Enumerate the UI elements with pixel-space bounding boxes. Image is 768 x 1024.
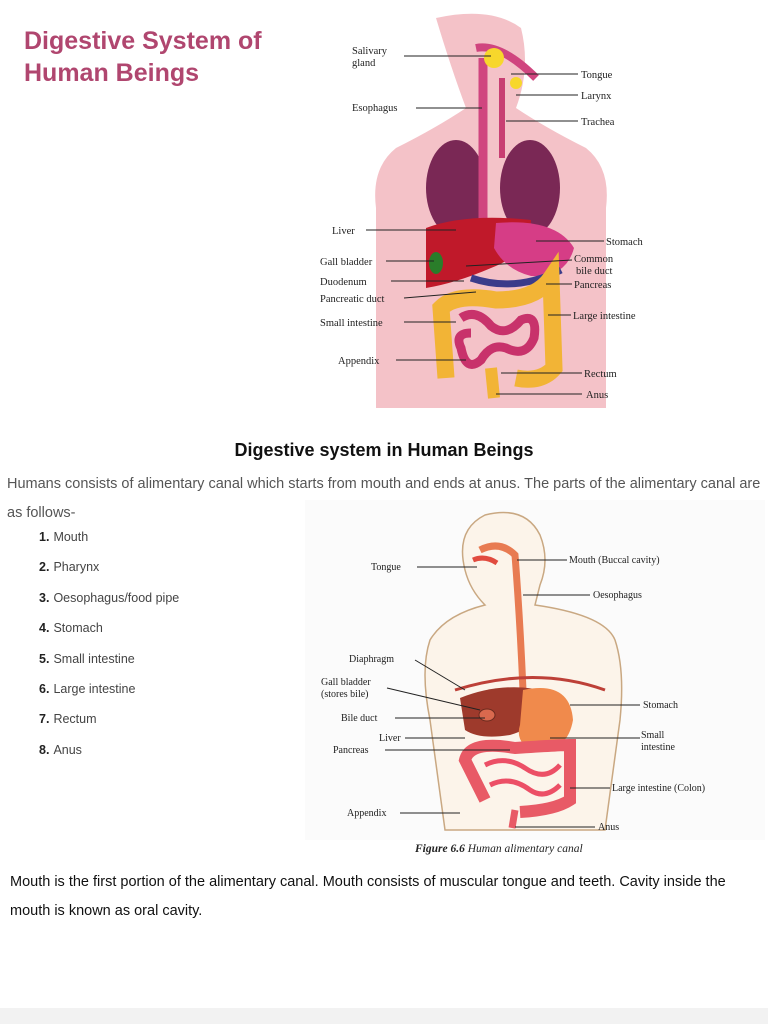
label-tongue: Tongue bbox=[581, 70, 613, 81]
list-item: 1.Mouth bbox=[39, 530, 179, 560]
label-common-bile-duct-1: Common bbox=[574, 254, 614, 265]
label-pancreas: Pancreas bbox=[574, 280, 611, 291]
figure-number: Figure 6.6 bbox=[414, 843, 465, 855]
list-item-label: Mouth bbox=[53, 530, 89, 544]
label-anus: Anus bbox=[586, 390, 608, 401]
rectum bbox=[508, 809, 519, 829]
label-tongue: Tongue bbox=[371, 562, 401, 573]
label-anus: Anus bbox=[598, 822, 619, 833]
large-intestine bbox=[432, 251, 563, 388]
label-rectum: Rectum bbox=[584, 369, 617, 380]
list-item-number: 7. bbox=[39, 712, 50, 727]
intro-paragraph: Humans consists of alimentary canal whic… bbox=[7, 476, 761, 521]
label-larynx: Larynx bbox=[581, 91, 612, 102]
salivary-gland-lower bbox=[510, 77, 522, 89]
list-item: 2.Pharynx bbox=[39, 560, 179, 590]
label-appendix: Appendix bbox=[347, 808, 386, 819]
label-duodenum: Duodenum bbox=[320, 277, 367, 288]
label-small-intestine-1: Small bbox=[641, 730, 665, 741]
list-item-number: 1. bbox=[39, 530, 50, 544]
list-item-number: 4. bbox=[39, 621, 50, 636]
label-mouth: Mouth (Buccal cavity) bbox=[569, 555, 660, 566]
mouth-paragraph: Mouth is the first portion of the alimen… bbox=[10, 874, 726, 919]
list-item-label: Small intestine bbox=[53, 651, 135, 666]
small-intestine bbox=[483, 758, 562, 797]
list-item-label: Oesophagus/food pipe bbox=[53, 590, 180, 605]
list-item-label: Pharynx bbox=[53, 560, 100, 575]
label-salivary-gland-2: gland bbox=[352, 58, 376, 69]
figure-caption: Digestive system in Human Beings bbox=[234, 440, 534, 460]
list-item-number: 2. bbox=[39, 560, 50, 575]
label-pancreatic-duct: Pancreatic duct bbox=[320, 294, 385, 305]
small-intestine bbox=[454, 309, 540, 369]
label-gall-bladder-2: (stores bile) bbox=[321, 689, 369, 700]
rectum bbox=[485, 367, 500, 399]
footer-bar bbox=[0, 1008, 768, 1024]
label-gall-bladder-1: Gall bladder bbox=[321, 677, 371, 688]
figure-title: Human alimentary canal bbox=[467, 843, 583, 855]
label-small-intestine: Small intestine bbox=[320, 318, 383, 329]
label-trachea: Trachea bbox=[581, 117, 615, 128]
tongue-shape bbox=[472, 555, 499, 566]
list-item: 4.Stomach bbox=[39, 621, 179, 651]
label-stomach: Stomach bbox=[643, 700, 678, 711]
label-diaphragm: Diaphragm bbox=[349, 654, 394, 665]
salivary-gland bbox=[484, 48, 504, 68]
label-stomach: Stomach bbox=[606, 237, 643, 248]
label-salivary-gland-1: Salivary bbox=[352, 46, 388, 57]
diaphragm bbox=[454, 676, 606, 692]
list-item-label: Stomach bbox=[53, 621, 103, 636]
large-intestine bbox=[458, 738, 576, 818]
gall-bladder bbox=[429, 252, 443, 274]
label-gall-bladder: Gall bladder bbox=[320, 257, 373, 268]
label-appendix: Appendix bbox=[338, 356, 380, 367]
list-item: 5.Small intestine bbox=[39, 652, 179, 682]
list-item-number: 3. bbox=[39, 590, 50, 605]
list-item: 6.Large intestine bbox=[39, 682, 179, 712]
label-liver: Liver bbox=[332, 226, 355, 237]
list-item-label: Rectum bbox=[53, 712, 97, 727]
list-item-label: Anus bbox=[53, 742, 82, 757]
digestive-system-diagram-top: Salivary gland Tongue Larynx Esophagus T… bbox=[320, 13, 643, 408]
label-bile-duct: Bile duct bbox=[341, 713, 378, 724]
right-lung bbox=[500, 140, 560, 236]
list-item-label: Large intestine bbox=[53, 681, 136, 696]
figure-caption-bottom: Figure 6.6 Human alimentary canal bbox=[414, 843, 583, 855]
list-item: 7.Rectum bbox=[39, 712, 179, 742]
left-lung bbox=[426, 140, 486, 236]
gall-bladder bbox=[478, 708, 496, 722]
label-liver: Liver bbox=[379, 733, 401, 744]
label-common-bile-duct-2: bile duct bbox=[576, 266, 613, 277]
label-large-intestine: Large intestine (Colon) bbox=[612, 783, 705, 794]
mouth-area bbox=[475, 43, 539, 81]
list-item-number: 6. bbox=[39, 681, 50, 696]
list-item: 8.Anus bbox=[39, 743, 179, 773]
stomach bbox=[518, 688, 573, 751]
label-esophagus: Esophagus bbox=[352, 103, 398, 114]
label-oesophagus: Oesophagus bbox=[593, 590, 642, 601]
alimentary-canal-diagram: Mouth (Buccal cavity) Tongue Oesophagus … bbox=[305, 500, 765, 855]
oesophagus bbox=[478, 542, 527, 691]
label-small-intestine-2: intestine bbox=[641, 742, 675, 753]
list-item: 3.Oesophagus/food pipe bbox=[39, 591, 179, 621]
list-item-number: 5. bbox=[39, 651, 50, 666]
list-item-number: 8. bbox=[39, 742, 50, 757]
label-large-intestine: Large intestine bbox=[573, 311, 636, 322]
parts-list: 1.Mouth 2.Pharynx 3.Oesophagus/food pipe… bbox=[39, 530, 179, 773]
page-title: Digestive System of Human Beings bbox=[24, 27, 262, 87]
label-pancreas: Pancreas bbox=[333, 745, 369, 756]
